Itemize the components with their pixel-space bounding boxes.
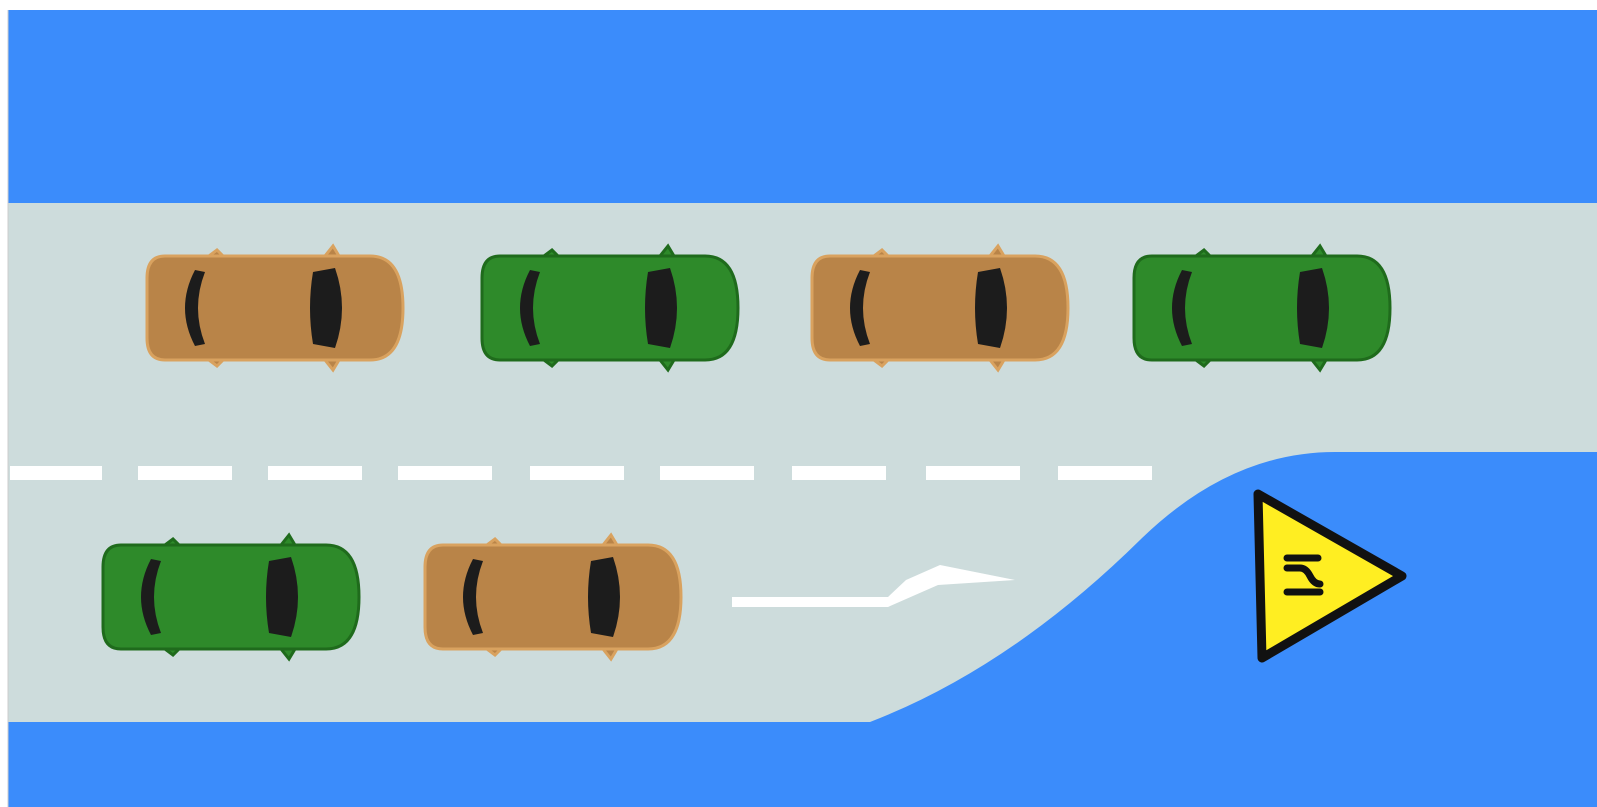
- lane-dash: [10, 466, 102, 480]
- lane-dash: [530, 466, 624, 480]
- lane-dash: [398, 466, 492, 480]
- lane-dash: [660, 466, 754, 480]
- green-car: [103, 535, 359, 659]
- tan-car: [147, 246, 403, 370]
- green-car: [482, 246, 738, 370]
- lane-dash: [926, 466, 1020, 480]
- lane-dash: [268, 466, 362, 480]
- tan-car: [425, 535, 681, 659]
- lane-dash: [138, 466, 232, 480]
- lane-dash: [792, 466, 886, 480]
- lane-dash: [1058, 466, 1152, 480]
- lane-divider-dashed-line: [10, 466, 1152, 480]
- green-car: [1134, 246, 1390, 370]
- tan-car: [812, 246, 1068, 370]
